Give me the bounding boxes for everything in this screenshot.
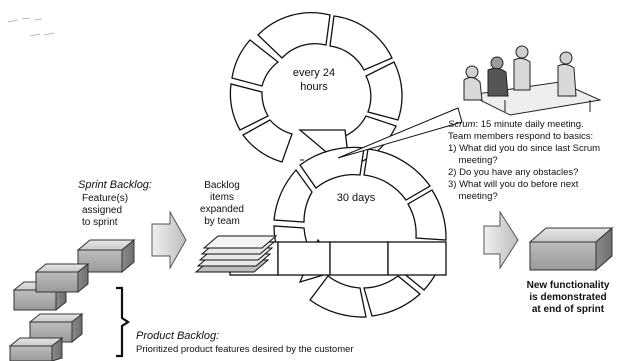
scrum-note-line-6: meeting?	[448, 191, 498, 202]
backlog-items-label: Backlog items expanded by team	[200, 180, 244, 227]
daily-cycle-line2: hours	[300, 81, 328, 93]
sprint-backlog-line-3: to sprint	[82, 217, 118, 228]
product-backlog-bracket	[116, 286, 130, 358]
new-functionality-box	[528, 226, 614, 272]
daily-cycle-line1: every 24	[293, 67, 335, 79]
new-functionality-line-3: at end of sprint	[532, 304, 605, 315]
product-backlog-box-3	[28, 312, 84, 344]
product-backlog-subtitle: Prioritized product features desired by …	[136, 344, 354, 355]
scrum-note-title-rest: : 15 minute daily meeting.	[475, 119, 583, 130]
sprint-backlog-line-2: assigned	[82, 205, 122, 216]
scrum-note-line-1: Team members respond to basics:	[448, 131, 593, 142]
product-backlog-label: Product Backlog: Prioritized product fea…	[136, 330, 354, 355]
backlog-items-line-2: items	[210, 192, 234, 203]
backlog-items-line-1: Backlog	[204, 180, 240, 191]
scrum-callout-wedge	[337, 107, 463, 159]
scribble-mark	[7, 17, 55, 37]
flow-arrow-2	[483, 210, 519, 270]
scrum-note-line-5: 3) What will you do before next	[448, 179, 579, 190]
product-backlog-title: Product Backlog:	[136, 330, 219, 342]
new-functionality-line-1: New functionality	[527, 280, 610, 291]
sprint-cycle	[273, 146, 447, 318]
backlog-items-line-3: expanded	[200, 204, 244, 215]
new-functionality-line-2: is demonstrated	[529, 292, 606, 303]
scrum-note: Scrum: 15 minute daily meeting. Team mem…	[448, 119, 600, 202]
sprint-timeline	[229, 241, 447, 276]
sprint-cycle-label: 30 days	[337, 192, 376, 204]
sprint-backlog-box	[76, 238, 136, 274]
sprint-backlog-line-1: Feature(s)	[82, 193, 128, 204]
scrum-note-line-3: meeting?	[448, 155, 498, 166]
sprint-backlog-title: Sprint Backlog:	[78, 179, 152, 191]
product-backlog-box-2	[34, 262, 90, 294]
daily-cycle-label: every 24 hours	[293, 67, 335, 93]
backlog-items-stack	[194, 235, 278, 273]
flow-arrow-1	[151, 210, 187, 270]
new-functionality-label: New functionality is demonstrated at end…	[527, 280, 610, 315]
team-meeting-illustration	[463, 45, 602, 116]
product-backlog-box-4	[8, 336, 64, 361]
svg-text:Scrum: 15 minute daily meeting: Scrum: 15 minute daily meeting.	[448, 119, 584, 130]
scrum-note-line-4: 2) Do you have any obstacles?	[448, 167, 578, 178]
scrum-note-line-2: 1) What did you do since last Scrum	[448, 143, 600, 154]
scrum-note-title: Scrum	[448, 119, 476, 130]
backlog-items-line-4: by team	[204, 216, 240, 227]
product-backlog-stack	[8, 262, 90, 361]
sprint-backlog-label: Sprint Backlog: Feature(s) assigned to s…	[78, 179, 152, 228]
